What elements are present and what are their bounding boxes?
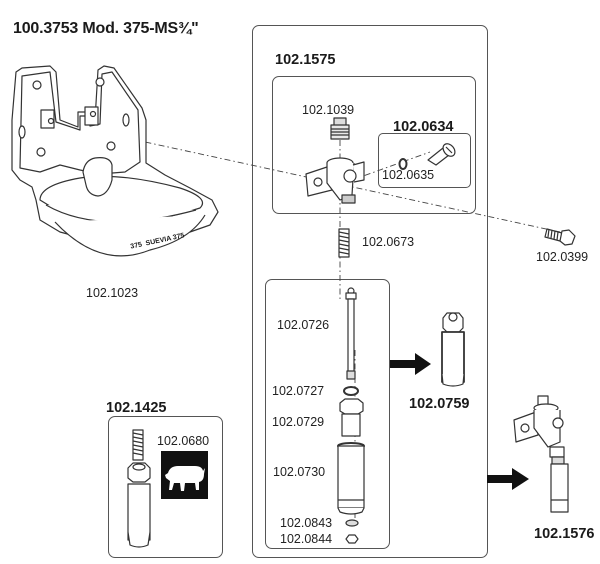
valve-body-drawing [305, 157, 365, 204]
inner-kit-box [265, 279, 390, 549]
valve-body-assembly-label: 102.1575 [275, 52, 336, 68]
bolt-drawing [544, 228, 576, 246]
complete-valve-drawing [513, 395, 569, 513]
washer-label: 102.0843 [280, 516, 333, 530]
valve-body-assembly-box [272, 76, 476, 214]
screw-kit-label: 102.0634 [393, 119, 454, 135]
seal-ring-label: 102.0727 [272, 384, 325, 398]
pig-kit-spring-drawing [132, 429, 144, 461]
arrows [390, 353, 529, 490]
outer-assembly-box [252, 25, 488, 558]
plug-label: 102.1039 [302, 103, 355, 117]
spring-drawing [338, 228, 350, 258]
tube-label: 102.0730 [273, 465, 326, 479]
arrow-to-102-1576 [487, 468, 529, 490]
valve-pin-drawing [345, 287, 357, 380]
assembled-valve-label: 102.0759 [409, 396, 470, 412]
screw-drawing [398, 143, 456, 170]
pig-kit-spring-label: 102.0680 [157, 434, 210, 448]
bowl-part-label: 102.1023 [86, 286, 139, 300]
nut-label: 102.0844 [280, 532, 333, 546]
screw-kit-box [378, 133, 471, 188]
axis-line-screw [351, 151, 431, 181]
diagram-title: 100.3753 Mod. 375-MS¾" [13, 20, 199, 37]
spring-label: 102.0673 [362, 235, 415, 249]
bolt-label: 102.0399 [536, 250, 589, 264]
nut-drawing [345, 534, 359, 544]
plug-drawing [330, 117, 350, 140]
washer-drawing [345, 519, 359, 527]
complete-valve-label: 102.1576 [534, 526, 595, 542]
pig-kit-box [108, 416, 223, 558]
hex-sleeve-label: 102.0729 [272, 415, 325, 429]
o-ring-label: 102.0635 [382, 168, 435, 182]
tube-drawing [337, 442, 365, 515]
hex-sleeve-drawing [339, 398, 364, 437]
valve-pin-label: 102.0726 [277, 318, 330, 332]
arrow-to-102-0759 [390, 353, 431, 375]
pig-icon [161, 451, 208, 499]
pig-kit-valve-drawing [127, 462, 151, 548]
seal-ring-drawing [343, 386, 359, 396]
pig-kit-label: 102.1425 [106, 400, 167, 416]
assembled-valve-drawing [441, 312, 465, 387]
drinking-bowl-drawing [11, 65, 219, 257]
